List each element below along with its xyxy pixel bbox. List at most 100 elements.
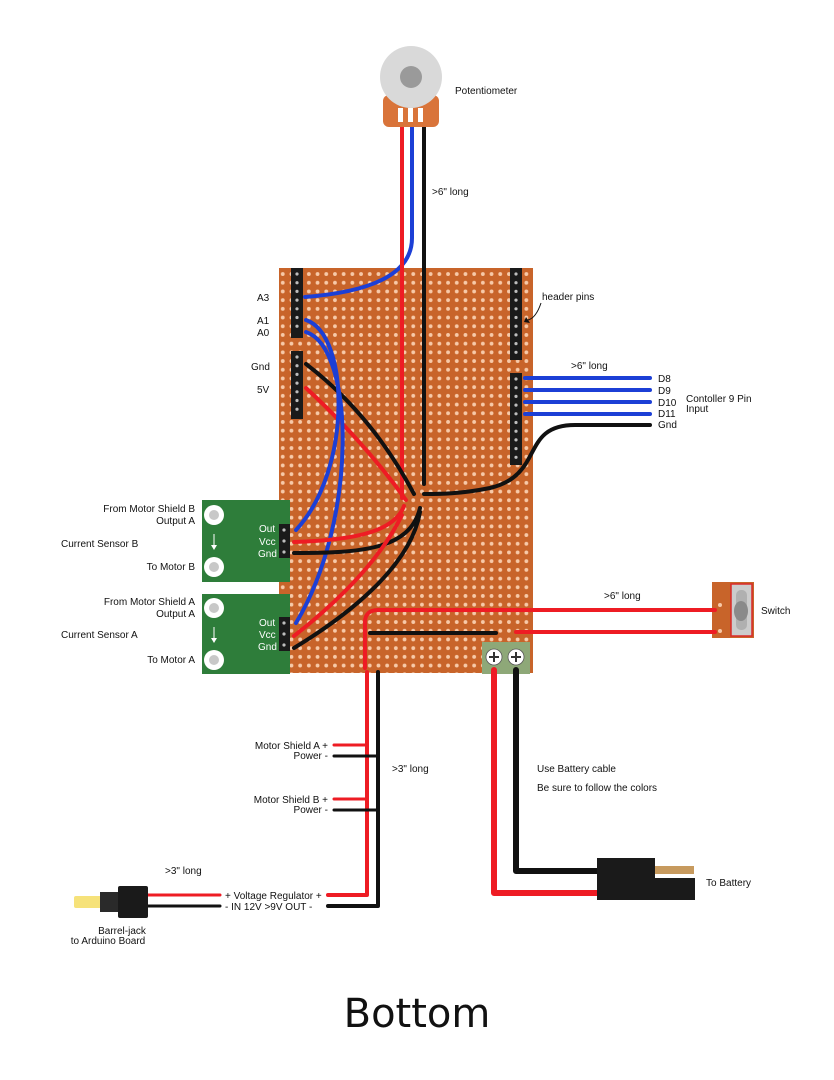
controller-label-line2: Input <box>686 404 708 415</box>
wires <box>146 120 717 908</box>
pot-wiper-wire <box>303 120 414 299</box>
header-pin <box>514 377 518 381</box>
current-sensor-b-label: Current Sensor B <box>61 539 139 550</box>
sensor-a-vcc-wire <box>292 513 404 638</box>
current-sensor-a-label: Current Sensor A <box>61 630 138 641</box>
switch-label: Switch <box>761 606 790 617</box>
header-pin <box>514 412 518 416</box>
header-pins-label: header pins <box>542 292 594 303</box>
sensor-a-gnd-wire <box>292 510 422 650</box>
header-pin <box>514 386 518 390</box>
header-pin <box>295 390 299 394</box>
header-pin <box>514 324 518 328</box>
header-pin <box>514 438 518 442</box>
pin-d8-label: D8 <box>658 374 671 385</box>
gnd-pin-wire <box>304 362 416 496</box>
battery-black-wire <box>513 667 601 874</box>
pin-d11-label: D11 <box>658 409 676 420</box>
header-pin <box>295 355 299 359</box>
sensor-pin-dots <box>282 528 286 647</box>
header-pin <box>514 298 518 302</box>
pin-5v-label: 5V <box>257 385 270 396</box>
header-pin <box>282 621 286 625</box>
header-pin <box>282 539 286 543</box>
header-pins-arrowhead <box>524 317 530 323</box>
to-motor-b-label: To Motor B <box>147 562 196 573</box>
barrel-jack <box>74 886 148 918</box>
a1-sensor-b-wire <box>294 318 341 532</box>
header-pin <box>514 447 518 451</box>
power-red-trunk <box>326 670 369 897</box>
shield-a-power-label-1: Motor Shield A + <box>255 741 328 752</box>
sensor-b-vcc-label: Vcc <box>259 537 276 548</box>
from-shield-b-label-1: From Motor Shield B <box>103 504 195 515</box>
sensor-a-vcc-label: Vcc <box>259 630 276 641</box>
header-pin <box>295 289 299 293</box>
header-pin <box>282 632 286 636</box>
battery-plug <box>597 858 695 900</box>
header-pin <box>295 315 299 320</box>
sensor-a-out-label: Out <box>259 618 275 629</box>
header-pin <box>514 281 518 285</box>
header-pin <box>295 372 299 376</box>
to-motor-a-label: To Motor A <box>147 655 195 666</box>
power-wire-length-label: >3" long <box>392 764 429 775</box>
header-pin <box>514 394 518 398</box>
header-strip-left-bottom <box>291 351 303 419</box>
header-pin <box>514 272 518 276</box>
shield-b-power-label-1: Motor Shield B + <box>254 795 328 806</box>
current-sensor-a <box>202 594 290 674</box>
switch-wire-out <box>363 608 717 670</box>
potentiometer <box>380 46 442 127</box>
header-pin <box>514 342 518 346</box>
shield-a-power-label-2: Power - <box>294 751 328 762</box>
barrel-jack-label-1: Barrel-jack <box>98 926 147 937</box>
header-pin <box>295 281 299 285</box>
switch <box>712 582 754 638</box>
header-pin <box>295 398 299 403</box>
pin-gnd-right-label: Gnd <box>658 420 677 431</box>
header-pin-dots <box>295 272 518 459</box>
a0-sensor-a-wire <box>294 330 345 625</box>
controller-label-line1: Contoller 9 Pin <box>686 394 752 405</box>
current-sensor-b <box>202 500 290 582</box>
pot-wire-length-label: >6" long <box>432 187 469 198</box>
sensor-a-gnd-label: Gnd <box>258 642 277 653</box>
bottom-title: Bottom <box>344 991 491 1037</box>
header-pin <box>514 315 518 320</box>
5v-pin-wire <box>304 386 408 502</box>
header-pin <box>514 429 518 433</box>
battery-colors-label: Be sure to follow the colors <box>537 783 657 794</box>
header-pin <box>514 307 518 311</box>
from-shield-b-label-2: Output A <box>156 516 195 527</box>
barrel-wire-length-label: >3" long <box>165 866 202 877</box>
header-pin <box>295 381 299 385</box>
header-strip-right-bottom <box>510 373 522 465</box>
barrel-jack-label-2: to Arduino Board <box>71 936 146 947</box>
header-pin <box>295 272 299 276</box>
battery-cable-label: Use Battery cable <box>537 764 616 775</box>
to-battery-label: To Battery <box>706 878 751 889</box>
sensor-b-vcc-wire <box>292 504 406 544</box>
shield-b-power-label-2: Power - <box>294 805 328 816</box>
potentiometer-label: Potentiometer <box>455 86 518 97</box>
pin-a1-label: A1 <box>257 316 270 327</box>
header-pin <box>514 455 518 459</box>
regulator-label-2: - IN 12V >9V OUT - <box>225 902 312 913</box>
header-strip-left-top <box>291 268 303 338</box>
from-shield-a-label-2: Output A <box>156 609 195 620</box>
ctrl-wire-length-label: >6" long <box>571 361 608 372</box>
header-pin <box>295 407 299 411</box>
pin-d9-label: D9 <box>658 386 671 397</box>
controller-gnd-wire <box>422 423 652 496</box>
pin-a3-label: A3 <box>257 293 270 304</box>
sensor-b-out-label: Out <box>259 524 275 535</box>
pin-a0-label: A0 <box>257 328 270 339</box>
header-pin <box>295 298 299 302</box>
header-pin <box>514 289 518 293</box>
header-strip-right-top <box>510 268 522 360</box>
power-black-trunk <box>326 670 380 908</box>
header-pin <box>295 364 299 368</box>
header-pin <box>514 420 518 425</box>
